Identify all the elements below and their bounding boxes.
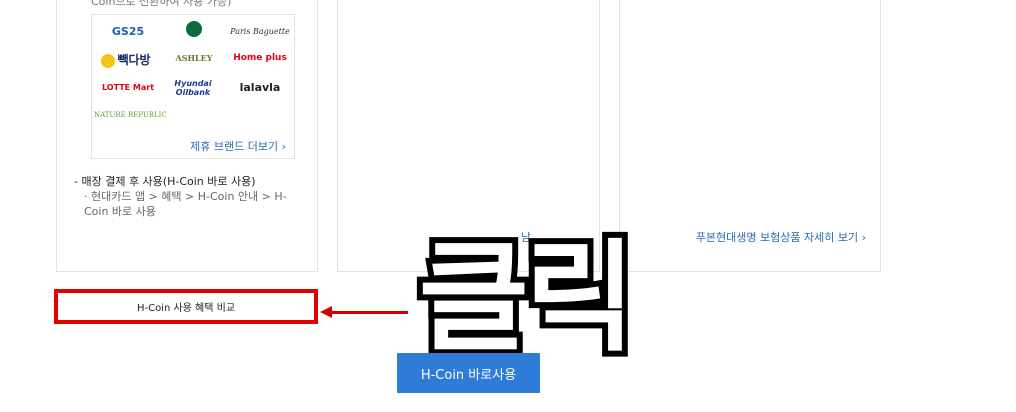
brand-logo-hyundai-oilbank: Hyundai Oilbank <box>174 79 212 97</box>
paik-face-icon <box>101 53 116 68</box>
insurance-detail-link[interactable]: 푸본현대생명 보험상품 자세히 보기 › <box>695 231 866 244</box>
compare-label: H-Coin 사용 혜택 비교 <box>136 303 236 314</box>
brand-logo-paris-baguette: Paris Baguette <box>230 27 290 36</box>
annotation-arrow-left-icon <box>320 306 332 318</box>
benefit-card-middle: 남 <box>337 0 600 272</box>
brand-logo-paik: 빽다방 <box>94 51 158 68</box>
benefit-card-brands: Coin으로 전환하여 사용 가능) GS25 Paris Baguette 빽… <box>56 0 318 272</box>
brand-logo-ashley: ASHLEY <box>175 53 213 63</box>
coin-conversion-note: Coin으로 전환하여 사용 가능) <box>91 0 232 8</box>
brand-logo-homeplus: Home plus <box>233 53 287 63</box>
brand-logo-gs25: GS25 <box>111 25 145 38</box>
card2-detail-link[interactable]: 남 <box>520 231 531 244</box>
more-brands-link[interactable]: 제휴 브랜드 더보기 › <box>190 140 286 153</box>
store-payment-path: · 현대카드 앱 > 혜택 > H-Coin 안내 > H-Coin 바로 사용 <box>84 190 287 218</box>
brand-logo-lalavla: lalavla <box>239 81 281 94</box>
starbucks-logo-icon <box>186 21 202 37</box>
store-payment-title: - 매장 결제 후 사용(H-Coin 바로 사용) <box>74 175 256 188</box>
hcoin-benefit-compare-button[interactable]: H-Coin 사용 혜택 비교 <box>54 289 318 324</box>
brand-logo-nature-republic: NATURE REPUBLIC <box>94 111 167 119</box>
brand-logo-starbucks <box>162 21 226 40</box>
brand-logo-lotte-mart: LOTTE Mart <box>101 83 155 92</box>
hcoin-use-now-button[interactable]: H-Coin 바로사용 <box>397 353 540 393</box>
partner-brand-grid: GS25 Paris Baguette 빽다방 ASHLEY Home plus… <box>91 14 295 159</box>
annotation-arrow-line <box>328 311 408 314</box>
click-annotation-text: 클릭 <box>413 223 642 374</box>
benefit-card-insurance: 푸본현대생명 보험상품 자세히 보기 › <box>619 0 881 272</box>
